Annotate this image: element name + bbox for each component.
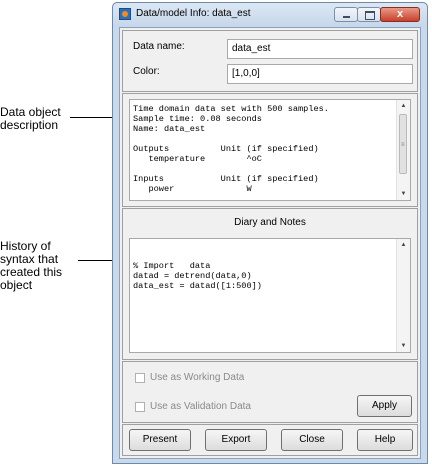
annotation-line: object [0,278,33,292]
export-button[interactable]: Export [205,429,267,451]
usage-panel: Use as Working Data Use as Validation Da… [122,361,418,423]
data-name-label: Data name: [133,41,185,52]
data-name-field[interactable]: data_est [227,39,413,59]
validation-data-checkbox[interactable] [135,401,145,412]
close-window-button[interactable]: x [380,7,420,22]
minimize-icon [343,16,350,18]
annotation-arrow-line [70,117,114,118]
annotation-line: Data object [0,105,61,119]
description-textbox[interactable]: Time domain data set with 500 samples. S… [129,99,411,201]
annotation-history-of-syntax: History of syntax that created this obje… [0,240,62,292]
scroll-thumb[interactable]: ≡ [399,114,407,174]
maximize-button[interactable] [357,7,381,22]
data-model-info-window: Data/model Info: data_est x Data name: d… [112,2,428,464]
scroll-up-icon[interactable]: ▲ [400,242,407,248]
present-button[interactable]: Present [129,429,191,451]
dialog-client-area: Data name: data_est Color: [1,0,0] Time … [119,27,421,459]
name-color-panel: Data name: data_est Color: [1,0,0] [122,30,418,92]
title-bar[interactable]: Data/model Info: data_est x [113,3,427,27]
diary-textbox[interactable]: % Import data datad = detrend(data,0) da… [129,238,411,353]
close-button[interactable]: Close [281,429,343,451]
working-data-option[interactable]: Use as Working Data [135,372,244,383]
color-label: Color: [133,66,160,77]
window-title: Data/model Info: data_est [136,8,251,19]
scroll-down-icon[interactable]: ▼ [400,191,407,197]
description-scrollbar[interactable]: ▲ ≡ ▼ [396,100,410,200]
diary-notes-title: Diary and Notes [234,217,306,228]
description-text: Time domain data set with 500 samples. S… [133,104,329,194]
validation-data-label: Use as Validation Data [150,401,251,412]
apply-button[interactable]: Apply [357,395,412,417]
help-button[interactable]: Help [357,429,413,451]
annotation-arrow-line [78,260,114,261]
diary-notes-panel: Diary and Notes % Import data datad = de… [122,208,418,360]
annotation-line: History of [0,239,51,253]
diary-scrollbar[interactable]: ▲ ▼ [396,239,410,352]
minimize-button[interactable] [334,7,358,22]
scroll-up-icon[interactable]: ▲ [400,103,407,109]
annotation-line: syntax that [0,252,59,266]
description-panel: Time domain data set with 500 samples. S… [122,93,418,207]
working-data-label: Use as Working Data [150,372,245,383]
scroll-down-icon[interactable]: ▼ [400,343,407,349]
maximize-icon [365,11,375,20]
working-data-checkbox[interactable] [135,372,145,383]
color-field[interactable]: [1,0,0] [227,64,413,84]
annotation-line: description [0,118,59,132]
annotation-line: created this [0,265,63,279]
close-icon: x [396,8,404,20]
matlab-app-icon [119,8,131,20]
diary-text: % Import data datad = detrend(data,0) da… [133,261,262,291]
button-bar: Present Export Close Help [122,424,418,456]
validation-data-option[interactable]: Use as Validation Data [135,401,251,412]
annotation-data-object-description: Data object description [0,106,61,132]
